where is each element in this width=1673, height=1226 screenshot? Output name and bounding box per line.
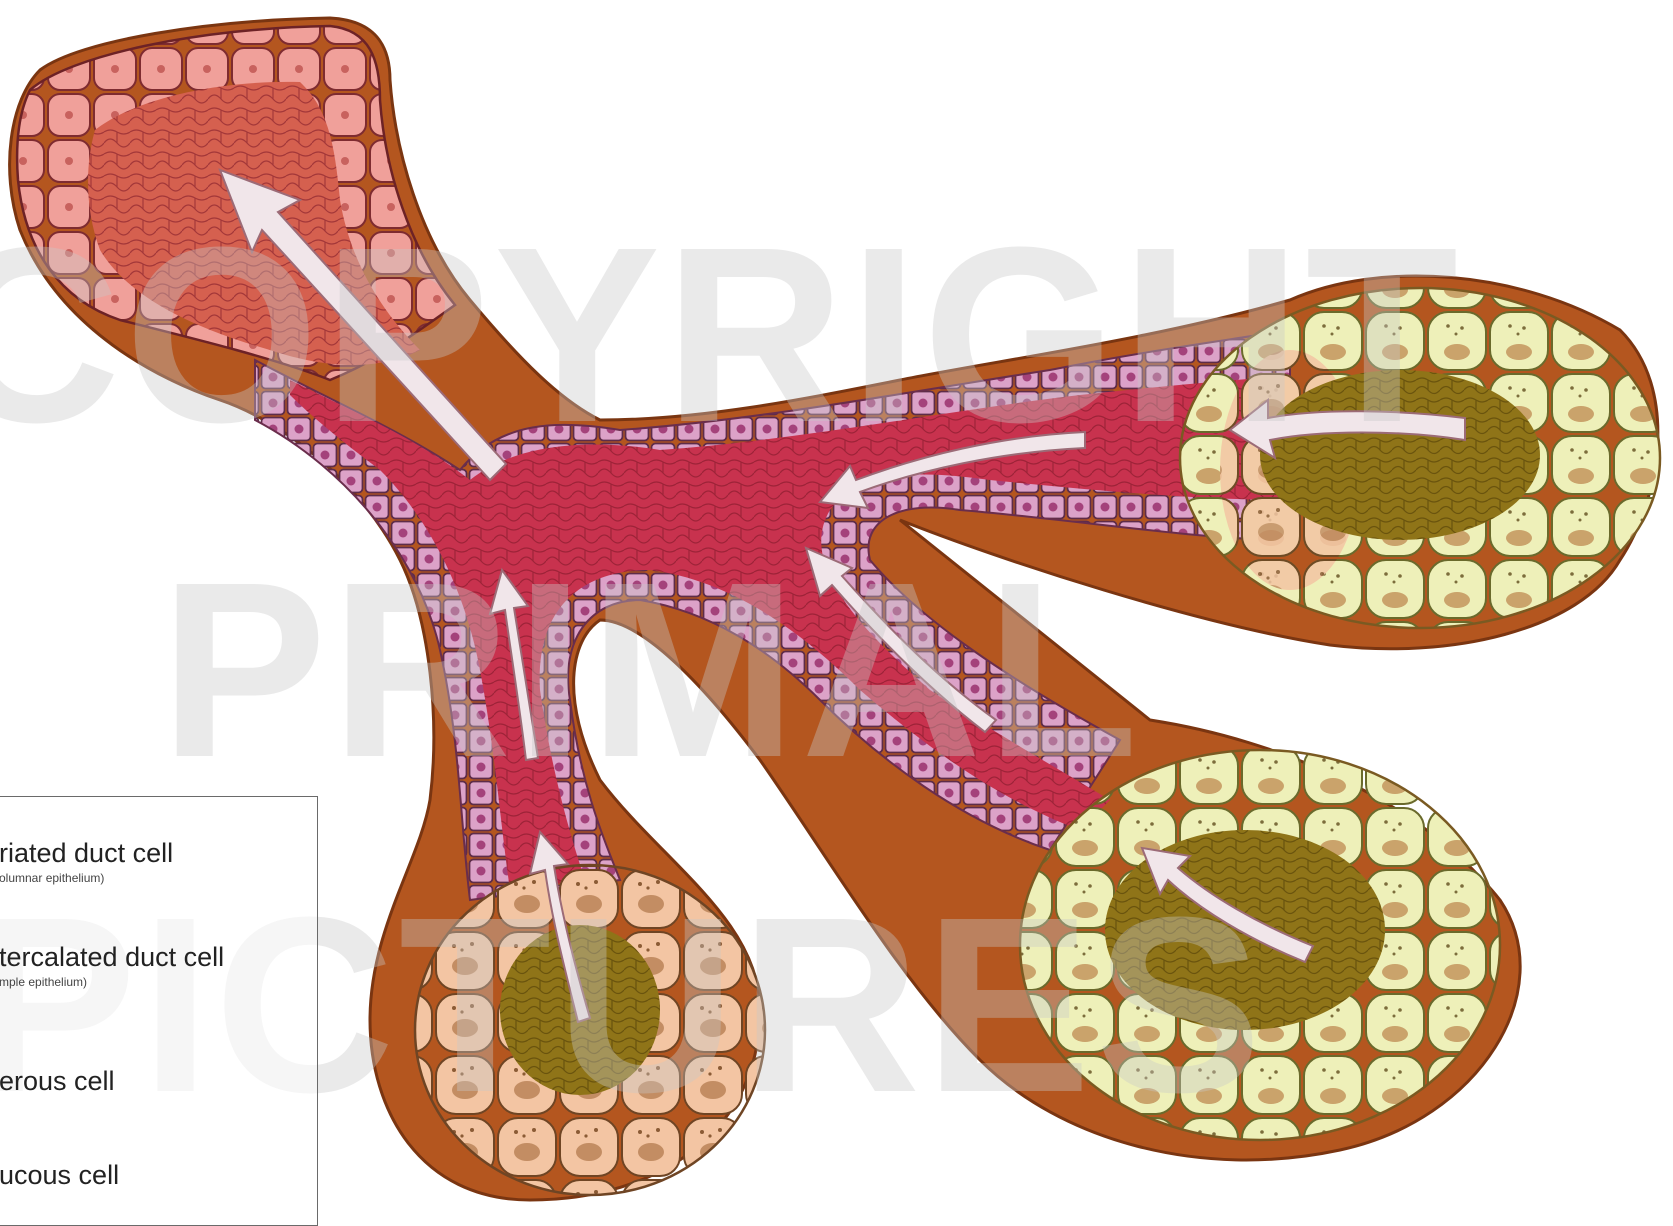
legend: riated duct cell olumnar epithelium) ter… [0, 796, 318, 1226]
legend-sublabel: mple epithelium) [0, 975, 315, 989]
legend-item-mucous: ucous cell [0, 1161, 315, 1191]
legend-label: ucous cell [0, 1161, 315, 1191]
legend-item-intercalated-duct: tercalated duct cell mple epithelium) [0, 943, 315, 989]
legend-item-striated-duct: riated duct cell olumnar epithelium) [0, 839, 315, 885]
legend-label: erous cell [0, 1067, 315, 1097]
legend-sublabel: olumnar epithelium) [0, 871, 315, 885]
acinus-bottom [415, 865, 765, 1195]
legend-label: tercalated duct cell [0, 943, 315, 973]
acinus-lower-right [1020, 750, 1500, 1140]
legend-label: riated duct cell [0, 839, 315, 869]
legend-item-serous: erous cell [0, 1067, 315, 1097]
acinus-right [1180, 288, 1660, 628]
